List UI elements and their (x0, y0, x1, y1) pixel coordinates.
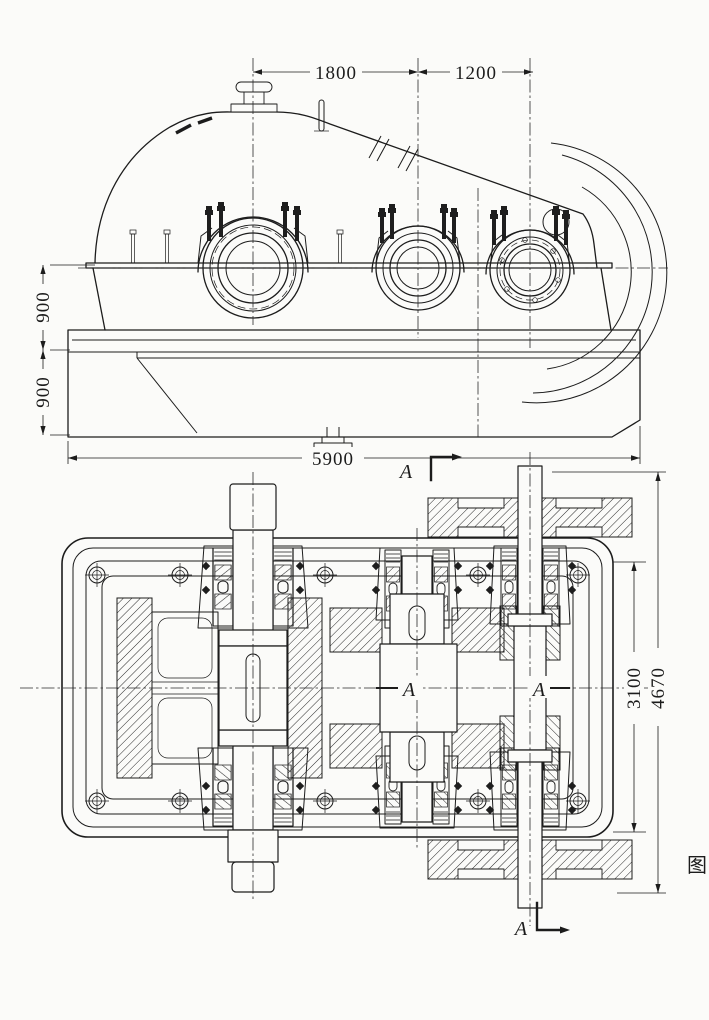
housing-plan-contours (61, 537, 614, 838)
section-letter-bottom: A (513, 918, 528, 940)
upper-centerlines (78, 58, 668, 437)
cap-stud (490, 210, 498, 245)
section-letter-top: A (398, 461, 413, 483)
dim-1200-label: 1200 (455, 63, 497, 84)
lower-view-section: A A 3100 4670 A (20, 452, 669, 940)
dim-900-lower-label: 900 (33, 376, 54, 408)
dim-5900: 5900 (67, 426, 641, 470)
section-path-labels: A A (398, 676, 550, 701)
dim-1800-label: 1800 (315, 63, 357, 84)
upper-view-elevation: 1800 1200 900 900 5900 A (33, 58, 668, 483)
figure-caption-char: 图 (687, 853, 707, 877)
dim-4670-label: 4670 (648, 667, 669, 709)
dim-4670: 4670 (552, 471, 669, 894)
section-mark-top: A (398, 453, 462, 483)
flange-pin (163, 229, 171, 264)
dim-3100: 3100 (613, 561, 646, 833)
dim-top-chain: 1800 1200 (253, 61, 533, 84)
dipstick (314, 99, 329, 132)
housing-split-flange (85, 262, 613, 331)
breather-cap (230, 81, 278, 113)
section-mark-bottom: A (513, 901, 570, 940)
drain-plug (326, 427, 340, 437)
dim-900-upper-label: 900 (33, 291, 54, 323)
coupling-top (427, 497, 633, 538)
big-gear-arcs (521, 142, 668, 404)
bedplate (67, 329, 641, 451)
dim-left-chain: 900 900 (33, 264, 95, 436)
break-marks (368, 135, 419, 172)
dim-3100-label: 3100 (624, 667, 645, 709)
cap-stud (562, 210, 570, 245)
cast-marks (175, 116, 213, 135)
coupling-bottom (427, 839, 633, 880)
housing-cover (94, 111, 598, 269)
section-letter-mid-left: A (401, 679, 416, 701)
section-letter-mid-right: A (531, 679, 546, 701)
flange-pin (129, 229, 137, 264)
flange-pin (336, 229, 344, 264)
dim-5900-label: 5900 (312, 449, 354, 470)
